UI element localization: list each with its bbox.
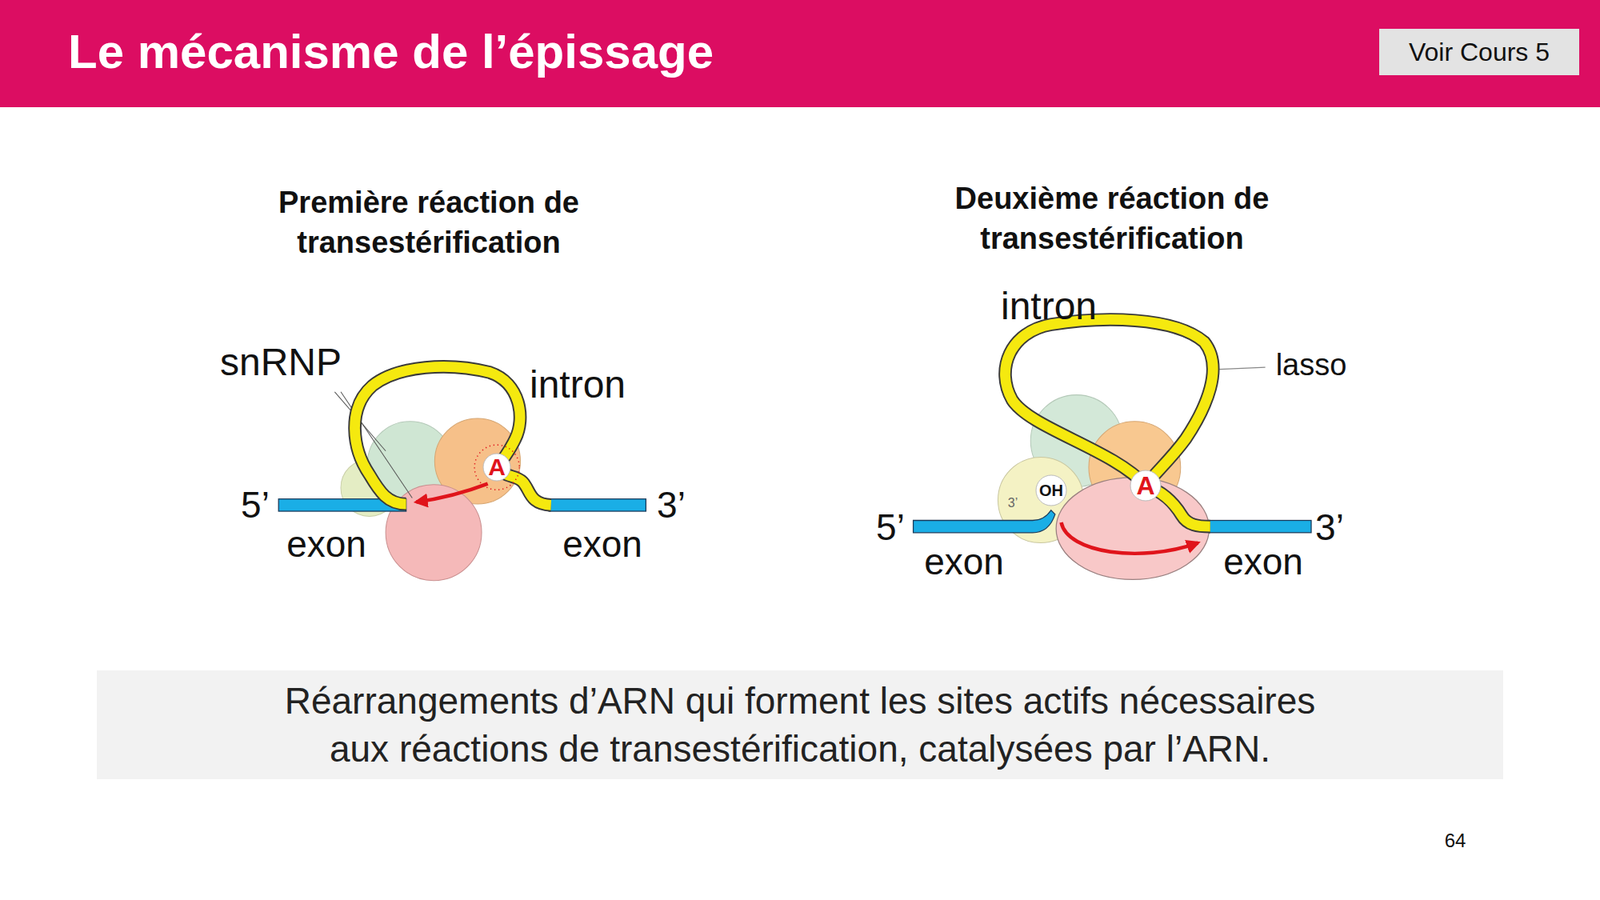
strand-end: 3’ (1315, 507, 1344, 548)
page-number: 64 (1444, 830, 1467, 852)
slide-title: Le mécanisme de l’épissage (68, 24, 714, 80)
node-text: Voir Cours 5 (1408, 39, 1550, 65)
reaction-heading: Première réaction de transestérification (252, 182, 605, 263)
node-circle (1130, 470, 1161, 501)
intron-strand (355, 366, 552, 505)
exon-strand (548, 499, 646, 512)
part-name: exon (1223, 541, 1304, 583)
hydroxyl-group: OH (1035, 474, 1068, 507)
node-text: A (488, 455, 506, 480)
part-name: intron (1000, 285, 1097, 328)
lasso-strand (1004, 320, 1213, 528)
part-name: exon (286, 524, 367, 565)
part-name: snRNP (220, 341, 342, 384)
strand-end: 3’ (1008, 496, 1018, 511)
lasso-strand-outline (1004, 320, 1213, 528)
branch-point-adenine: A (482, 452, 512, 482)
node-circle (1036, 475, 1067, 506)
reaction-hatch (474, 444, 520, 490)
node-text: A (1136, 472, 1155, 499)
part-name: exon (924, 541, 1004, 583)
node-text: OH (1039, 482, 1064, 499)
part-name: lasso (1276, 348, 1348, 383)
header-band (0, 0, 1600, 108)
reaction-heading: Deuxième réaction de transestérification (936, 178, 1288, 259)
strand-end: 5’ (876, 507, 905, 548)
part-name: intron (529, 364, 626, 407)
intron-strand-outline (355, 366, 552, 505)
branch-point-adenine: A (1129, 469, 1162, 502)
strand-end: 5’ (240, 484, 270, 526)
node-text: Réarrangements d’ARN qui forment les sit… (268, 676, 1332, 773)
strand-end: 3’ (656, 484, 686, 526)
summary-note: Réarrangements d’ARN qui forment les sit… (96, 670, 1504, 780)
exon-strand (1208, 520, 1312, 533)
leader-line (1219, 367, 1265, 370)
reference-box: Voir Cours 5 (1379, 28, 1580, 76)
splicing-illustrations (278, 320, 1312, 581)
node-circle (483, 453, 511, 481)
exon-strand (913, 510, 1056, 533)
reaction-arrow (416, 484, 488, 503)
part-name: exon (562, 524, 643, 565)
reaction-arrow (1061, 522, 1199, 554)
